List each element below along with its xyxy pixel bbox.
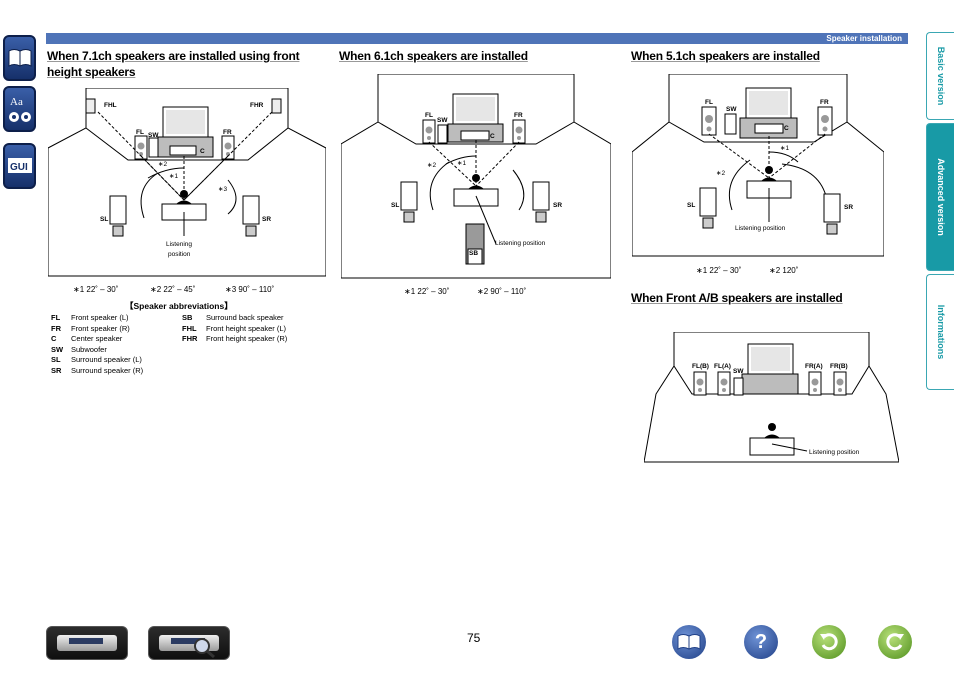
label-sw: SW	[733, 368, 744, 375]
tab-informations[interactable]: Informations	[926, 274, 954, 390]
help-icon[interactable]: ?	[744, 625, 778, 659]
heading-5-1ch: When 5.1ch speakers are installed	[631, 49, 820, 63]
tab-basic-version[interactable]: Basic version	[926, 32, 954, 120]
label-sr: SR	[553, 202, 563, 209]
label-sw: SW	[437, 117, 448, 124]
listening-position-label: Listening position	[809, 449, 860, 456]
contents-book-icon[interactable]	[3, 35, 36, 81]
front-panel-button[interactable]	[46, 626, 128, 660]
label-sl: SL	[100, 216, 109, 223]
note-3: ∗3 90˚ – 110˚	[225, 285, 275, 294]
note-1: ∗1 22˚ – 30˚	[73, 285, 119, 294]
listening-position-label: Listening position	[495, 240, 546, 247]
diagram-7-1ch: FHL FHR FL SW C FR ∗2 ∗1 ∗3 SL SR Listen…	[48, 88, 326, 278]
label-fhr: FHR	[250, 102, 264, 109]
magnifier-icon	[194, 638, 215, 659]
note-1: ∗1 22˚ – 30˚	[696, 266, 742, 275]
label-sl: SL	[687, 202, 696, 209]
heading-front-ab: When Front A/B speakers are installed	[631, 291, 843, 305]
section-header-bar: Speaker installation	[46, 33, 908, 44]
tab-advanced-version[interactable]: Advanced version	[926, 123, 954, 271]
note-1: ∗1 22˚ – 30˚	[404, 287, 450, 296]
label-c: C	[784, 125, 789, 132]
label-fr-b: FR(B)	[830, 363, 848, 370]
book-icon[interactable]	[672, 625, 706, 659]
label-fr-a: FR(A)	[805, 363, 823, 370]
note-2: ∗2 120˚	[769, 266, 799, 275]
label-fl-b: FL(B)	[692, 363, 709, 370]
diagram-5-1ch: FL SW C FR ∗1 ∗2 SL SR Listening positio…	[632, 74, 884, 258]
heading-6-1ch: When 6.1ch speakers are installed	[339, 49, 528, 63]
diagram-front-ab: FL(B) FL(A) SW FR(A) FR(B) Listening pos…	[644, 332, 899, 464]
index-icon[interactable]: Aa	[3, 86, 36, 132]
note-2: ∗2 22˚ – 45˚	[150, 285, 196, 294]
label-sb: SB	[469, 250, 479, 257]
label-sr: SR	[844, 204, 854, 211]
label-fhl: FHL	[104, 102, 117, 109]
back-icon[interactable]	[812, 625, 846, 659]
gui-icon[interactable]: GUI	[3, 143, 36, 189]
svg-text:GUI: GUI	[10, 162, 28, 173]
note-2: ∗2 90˚ – 110˚	[477, 287, 527, 296]
label-sw: SW	[726, 106, 737, 113]
listening-position-label: Listening position	[735, 225, 786, 232]
heading-7-1ch: When 7.1ch speakers are installed using …	[47, 49, 300, 79]
label-fr: FR	[514, 112, 523, 119]
label-fr: FR	[820, 99, 829, 106]
remote-display-button[interactable]	[148, 626, 230, 660]
label-fl: FL	[425, 112, 433, 119]
page-number: 75	[467, 631, 481, 645]
label-fl-a: FL(A)	[714, 363, 731, 370]
label-sw: SW	[148, 132, 159, 139]
label-c: C	[200, 148, 205, 155]
diagram-6-1ch: FL SW C FR ∗2 ∗1 SL SR Listening positio…	[341, 74, 611, 280]
section-title: Speaker installation	[826, 34, 902, 43]
label-fl: FL	[136, 129, 144, 136]
label-fl: FL	[705, 99, 713, 106]
label-sl: SL	[391, 202, 400, 209]
label-sr: SR	[262, 216, 272, 223]
abbreviations-title: 【Speaker abbreviations】	[125, 301, 233, 311]
label-fr: FR	[223, 129, 232, 136]
label-c: C	[490, 133, 495, 140]
svg-text:Aa: Aa	[10, 96, 23, 108]
forward-icon[interactable]	[878, 625, 912, 659]
